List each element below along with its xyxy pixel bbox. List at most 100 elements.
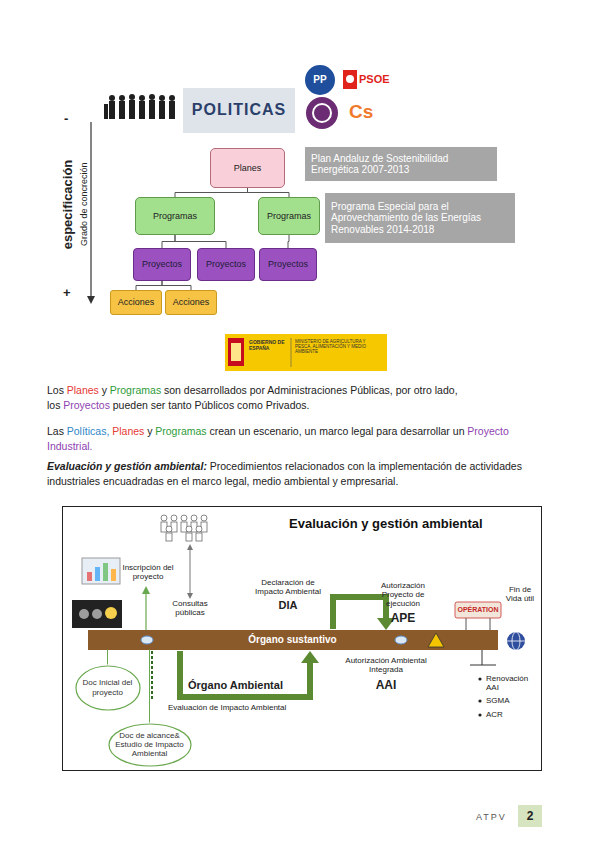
page-number-box — [518, 805, 542, 827]
person-head — [149, 94, 155, 100]
list-item: ACR — [486, 710, 538, 719]
party-logo — [306, 97, 338, 129]
consultation-arrow — [190, 549, 191, 594]
step-label: Declaración de Impacto Ambiental — [246, 578, 330, 596]
globe-meridian — [512, 632, 520, 650]
node-text: Doc de alcance& Estudio de Impacto Ambie… — [108, 731, 192, 759]
chart-bar — [103, 563, 108, 581]
connector-line — [248, 188, 290, 197]
ellipse-shape — [109, 724, 191, 766]
paragraph-heading: Evaluación y gestión ambiental: — [47, 460, 207, 472]
registration-arrow — [145, 592, 146, 630]
action-box: Acciones — [165, 290, 217, 315]
government-logo — [225, 334, 387, 371]
person-body — [191, 522, 197, 532]
project-box: Proyectos — [133, 248, 191, 281]
person-body — [109, 101, 115, 119]
sign-pole — [466, 618, 467, 630]
person-body — [166, 533, 172, 541]
person-body — [159, 101, 165, 119]
public-people-icons — [161, 515, 207, 541]
connector-line — [107, 650, 108, 665]
person-body — [119, 101, 125, 119]
diagram-title: Evaluación y gestión ambiental — [289, 517, 483, 532]
program-box: Programas — [135, 197, 215, 235]
highlighted-term: Programas — [155, 425, 206, 437]
example-box: Programa Especial para el Aprovechamient… — [325, 193, 515, 243]
person-head — [161, 515, 167, 521]
arrowhead — [301, 651, 319, 663]
axis-sign: + — [63, 286, 75, 301]
document-ellipse: Doc Inicial del proyecto — [75, 665, 141, 711]
party-logo — [343, 70, 357, 89]
dashed-line — [151, 651, 153, 700]
step-label: Inscripción del proyecto — [120, 563, 176, 581]
axis-sign: - — [64, 112, 76, 127]
person-head — [196, 526, 202, 532]
person-head — [119, 95, 125, 101]
person-body — [139, 101, 145, 119]
paragraph-text: Procedimientos relacionados con la imple… — [47, 460, 522, 487]
acronym-label: APE — [383, 612, 423, 626]
body-label: Órgano Ambiental — [188, 679, 308, 692]
list-item: SGMA — [486, 696, 538, 705]
arrowhead — [187, 593, 193, 599]
node-text: Acciones — [173, 297, 210, 307]
program-box: Programas — [258, 197, 320, 235]
paragraph-text: y — [147, 425, 152, 437]
person-head — [191, 515, 197, 521]
axis-line — [90, 122, 91, 297]
project-box: Proyectos — [259, 248, 317, 281]
arrowhead — [187, 544, 193, 550]
person-head — [139, 95, 145, 101]
node-text: Programas — [153, 211, 197, 221]
light-bulb — [105, 607, 117, 619]
connector-line — [288, 235, 289, 248]
node-text: Programa Especial para el Aprovechamient… — [331, 201, 509, 236]
plan-box: Planes — [210, 148, 285, 188]
step-label: Fin de Vida útil — [500, 585, 540, 603]
idea-picture — [72, 600, 122, 628]
paragraph-text: Los — [47, 384, 64, 396]
person-body — [149, 100, 155, 119]
logo-text: MINISTERIO DE AGRICULTURA Y PESCA, ALIME… — [295, 339, 383, 355]
globe-equator — [507, 641, 525, 642]
list-item: Renovación AAI — [486, 674, 538, 692]
example-box: Plan Andaluz de Sostenibilidad Energétic… — [305, 147, 497, 181]
node-text: Plan Andaluz de Sostenibilidad Energétic… — [311, 153, 491, 176]
connector-line — [175, 235, 226, 248]
paragraph: Evaluación y gestión ambiental:Procedimi… — [47, 459, 552, 489]
node-text: Proyectos — [268, 259, 308, 269]
ellipse-outline — [108, 723, 192, 767]
person-head — [159, 95, 165, 101]
person-body — [186, 533, 192, 541]
project-box: Proyectos — [197, 248, 255, 281]
person-head — [109, 95, 115, 101]
axis-subtitle: Grado de concreción — [79, 149, 89, 259]
person-body — [129, 100, 135, 119]
connector-line — [149, 650, 150, 723]
sign-text: OPÉRATION — [455, 606, 501, 614]
paragraph: LosPlanesyProgramasson desarrollados por… — [47, 383, 552, 413]
connector-line — [162, 281, 191, 290]
acronym-label: DIA — [268, 599, 308, 612]
person-body — [161, 522, 167, 532]
people-silhouettes — [104, 94, 175, 119]
step-label: Autorización Proyecto de ejecución — [372, 581, 434, 609]
paragraph-text: Las — [47, 425, 64, 437]
axis-arrowhead — [87, 296, 95, 304]
person-body — [181, 522, 187, 532]
environmental-flow-arrow — [180, 651, 310, 697]
footer-text: ATPV — [476, 812, 516, 822]
step-label: Autorización Ambiental Integrada — [340, 656, 432, 674]
policies-box: POLITICAS — [183, 88, 295, 133]
person-head — [186, 526, 192, 532]
bracket-line — [482, 650, 483, 665]
globe-icon — [507, 632, 525, 650]
connector-line — [162, 235, 175, 248]
connector-line — [175, 188, 248, 197]
party-logo-ring — [313, 104, 331, 122]
